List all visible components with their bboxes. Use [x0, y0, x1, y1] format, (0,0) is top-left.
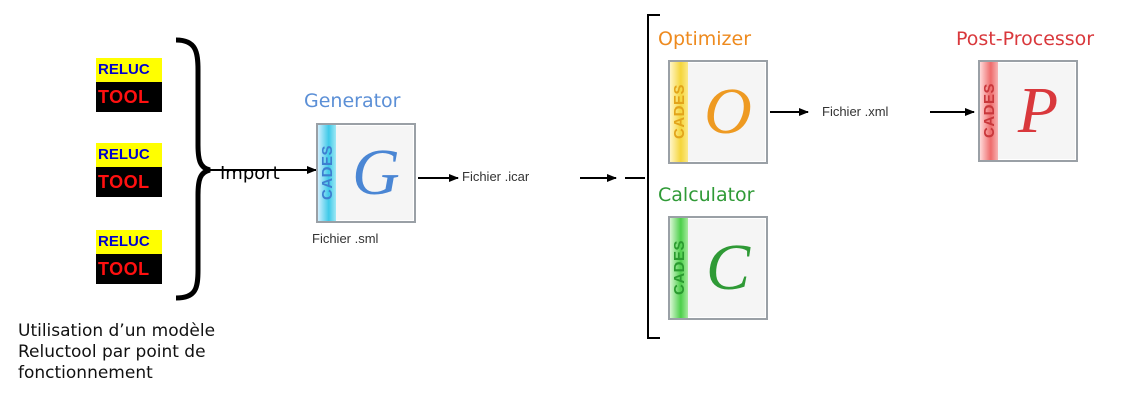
post-processor-title: Post-Processor	[956, 28, 1095, 50]
optimizer-letter: O	[704, 75, 752, 148]
cades-band	[318, 125, 336, 221]
curly-brace	[175, 37, 211, 301]
file-icar-label: Fichier .icar	[462, 169, 530, 184]
reluc-label: RELUC	[96, 230, 162, 254]
file-xml-label: Fichier .xml	[822, 104, 889, 119]
usage-note: Utilisation d’un modèle Reluctool par po…	[18, 321, 216, 383]
post-processor-letter: P	[1017, 74, 1059, 147]
calculator-letter: C	[705, 231, 751, 304]
reluc-label: RELUC	[96, 143, 162, 167]
tool-label: TOOL	[96, 254, 162, 284]
cades-band	[670, 218, 688, 318]
post-processor-icon: CADES P	[978, 60, 1078, 162]
generator-caption: Fichier .sml	[312, 231, 379, 246]
tool-label: TOOL	[96, 82, 162, 112]
generator-title: Generator	[304, 90, 401, 112]
square-bracket	[647, 14, 660, 339]
cades-label: CADES	[980, 83, 998, 139]
optimizer-icon: CADES O	[668, 60, 768, 164]
generator-icon: CADES G	[316, 123, 416, 223]
optimizer-title: Optimizer	[658, 28, 752, 50]
calculator-icon: CADES C	[668, 216, 768, 320]
cades-label: CADES	[318, 145, 336, 201]
cades-label: CADES	[670, 84, 688, 140]
reluctool-logo-1: RELUC TOOL	[96, 58, 162, 112]
tool-label: TOOL	[96, 167, 162, 197]
reluc-label: RELUC	[96, 58, 162, 82]
reluctool-logo-2: RELUC TOOL	[96, 143, 162, 197]
cades-band	[670, 62, 688, 162]
import-label: Import	[220, 163, 280, 184]
generator-letter: G	[352, 136, 400, 209]
cades-band	[980, 62, 998, 160]
calculator-title: Calculator	[658, 184, 755, 206]
reluctool-logo-3: RELUC TOOL	[96, 230, 162, 284]
cades-label: CADES	[670, 240, 688, 296]
